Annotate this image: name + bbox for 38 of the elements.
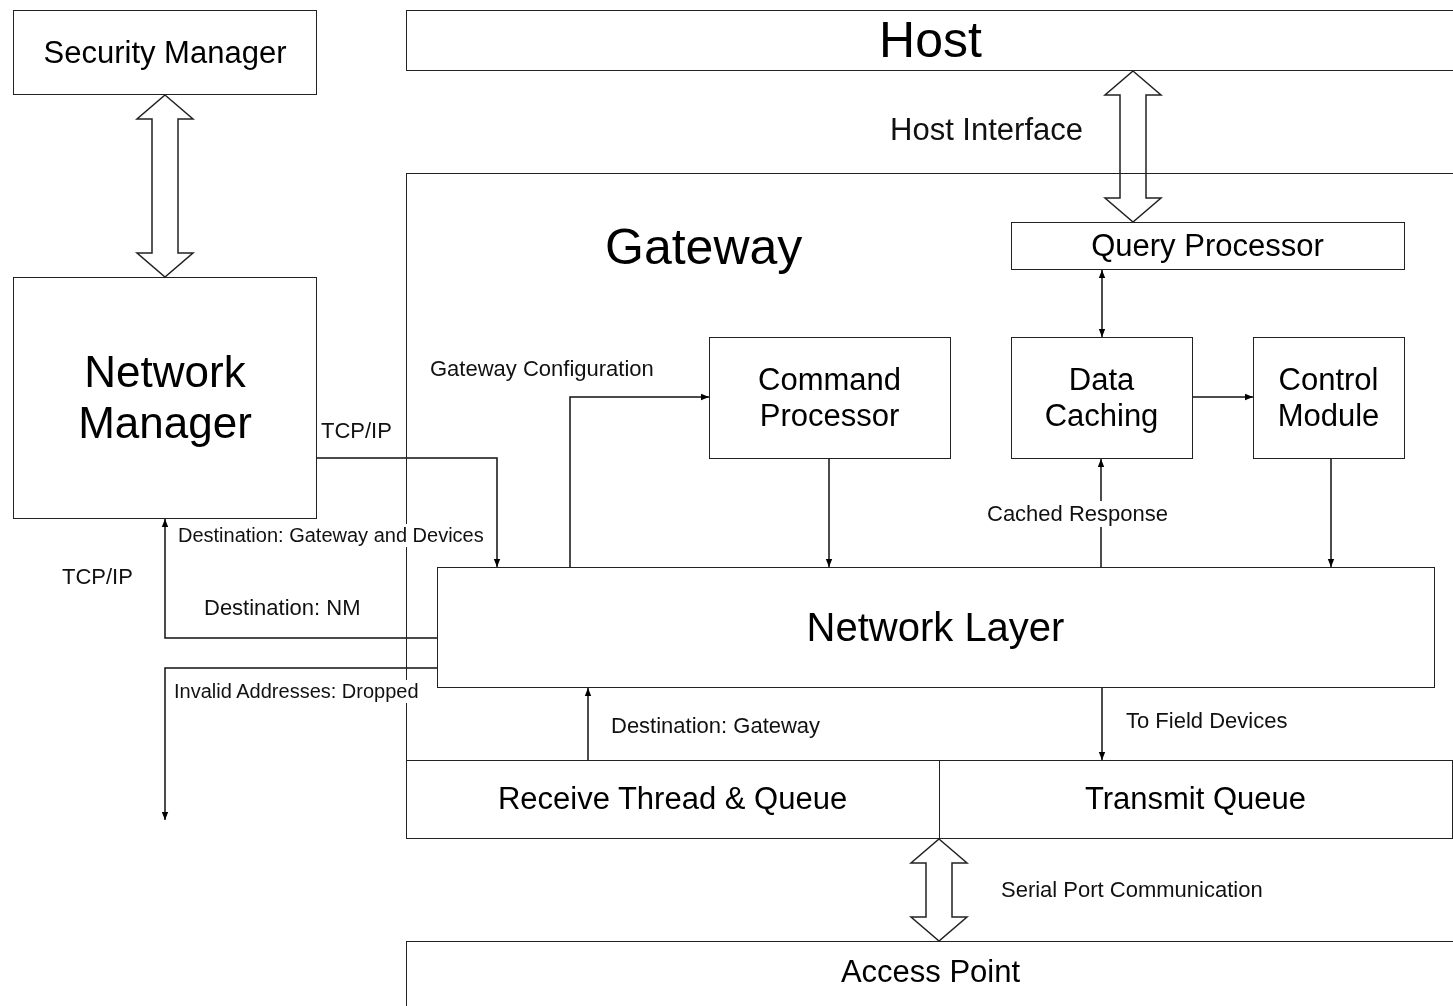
connector-arrow <box>1098 687 1106 761</box>
edge-label: Invalid Addresses: Dropped <box>172 680 421 703</box>
component-box <box>1252 336 1405 459</box>
connector-arrow <box>1098 269 1106 338</box>
node-title: Host <box>879 11 982 70</box>
node-title: Network Manager <box>77 347 253 449</box>
node-title: Data Caching <box>1043 361 1160 434</box>
connector-arrow <box>1327 458 1335 568</box>
component-box <box>436 566 1435 688</box>
node-title: Access Point <box>840 954 1021 990</box>
connector-arrow <box>569 393 710 568</box>
component-box <box>406 10 1453 71</box>
edge-label: Cached Response <box>985 501 1170 527</box>
node-title: Query Processor <box>1091 227 1324 264</box>
component-box <box>1010 336 1193 459</box>
connector-arrow <box>161 667 438 821</box>
node-title: Gateway <box>605 219 803 277</box>
connector-arrow <box>584 687 592 761</box>
text-label: Destination: Gateway and Devices <box>176 524 486 547</box>
node-title: Security Manager <box>43 34 287 71</box>
component-box <box>406 941 1453 1006</box>
component-box <box>708 336 951 459</box>
connector-arrow <box>825 458 833 568</box>
component-box <box>938 759 1453 839</box>
node-title: Command Processor <box>757 361 902 434</box>
component-box <box>1010 221 1405 270</box>
double-block-arrow <box>1102 70 1164 223</box>
connector-arrow <box>161 518 438 639</box>
node-title: Network Layer <box>806 604 1065 650</box>
connector-arrow <box>316 457 501 568</box>
node-title: Control Module <box>1276 361 1381 434</box>
component-box <box>13 277 317 519</box>
connector-arrow <box>1192 393 1254 401</box>
node-title: Receive Thread & Queue <box>497 781 848 817</box>
double-block-arrow <box>134 94 196 278</box>
component-box <box>13 10 317 95</box>
node-title: Transmit Queue <box>1084 781 1307 817</box>
double-block-arrow <box>908 838 970 942</box>
